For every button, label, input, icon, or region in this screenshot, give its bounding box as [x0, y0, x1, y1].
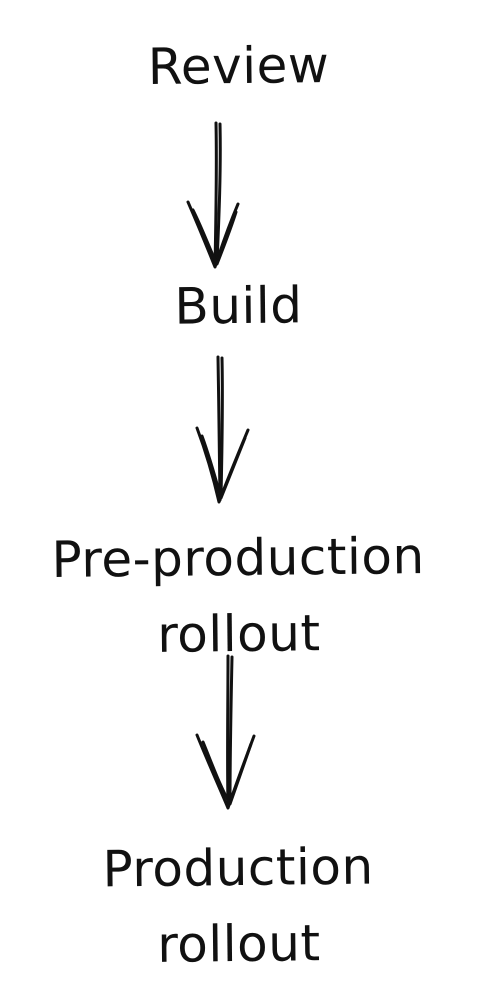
arrow-preprod-to-prod-shaft-double	[228, 655, 234, 804]
arrow-review-to-build-shaft-double	[215, 122, 222, 264]
arrow-build-to-preprod-head-double	[200, 434, 247, 500]
arrow-review-to-build-shaft	[213, 121, 218, 268]
node-production-rollout: Production rollout	[0, 828, 477, 985]
node-production-rollout-line-2: rollout	[156, 914, 321, 974]
arrow-preprod-to-prod-head-double	[201, 740, 253, 806]
node-production-rollout-line-1: Production	[102, 837, 374, 899]
arrow-build-to-preprod-shaft	[216, 355, 222, 502]
arrow-review-to-build-head-double	[191, 208, 238, 266]
arrow-review-to-build-head	[186, 200, 240, 269]
arrow-build-to-preprod-shaft-double	[219, 356, 224, 499]
